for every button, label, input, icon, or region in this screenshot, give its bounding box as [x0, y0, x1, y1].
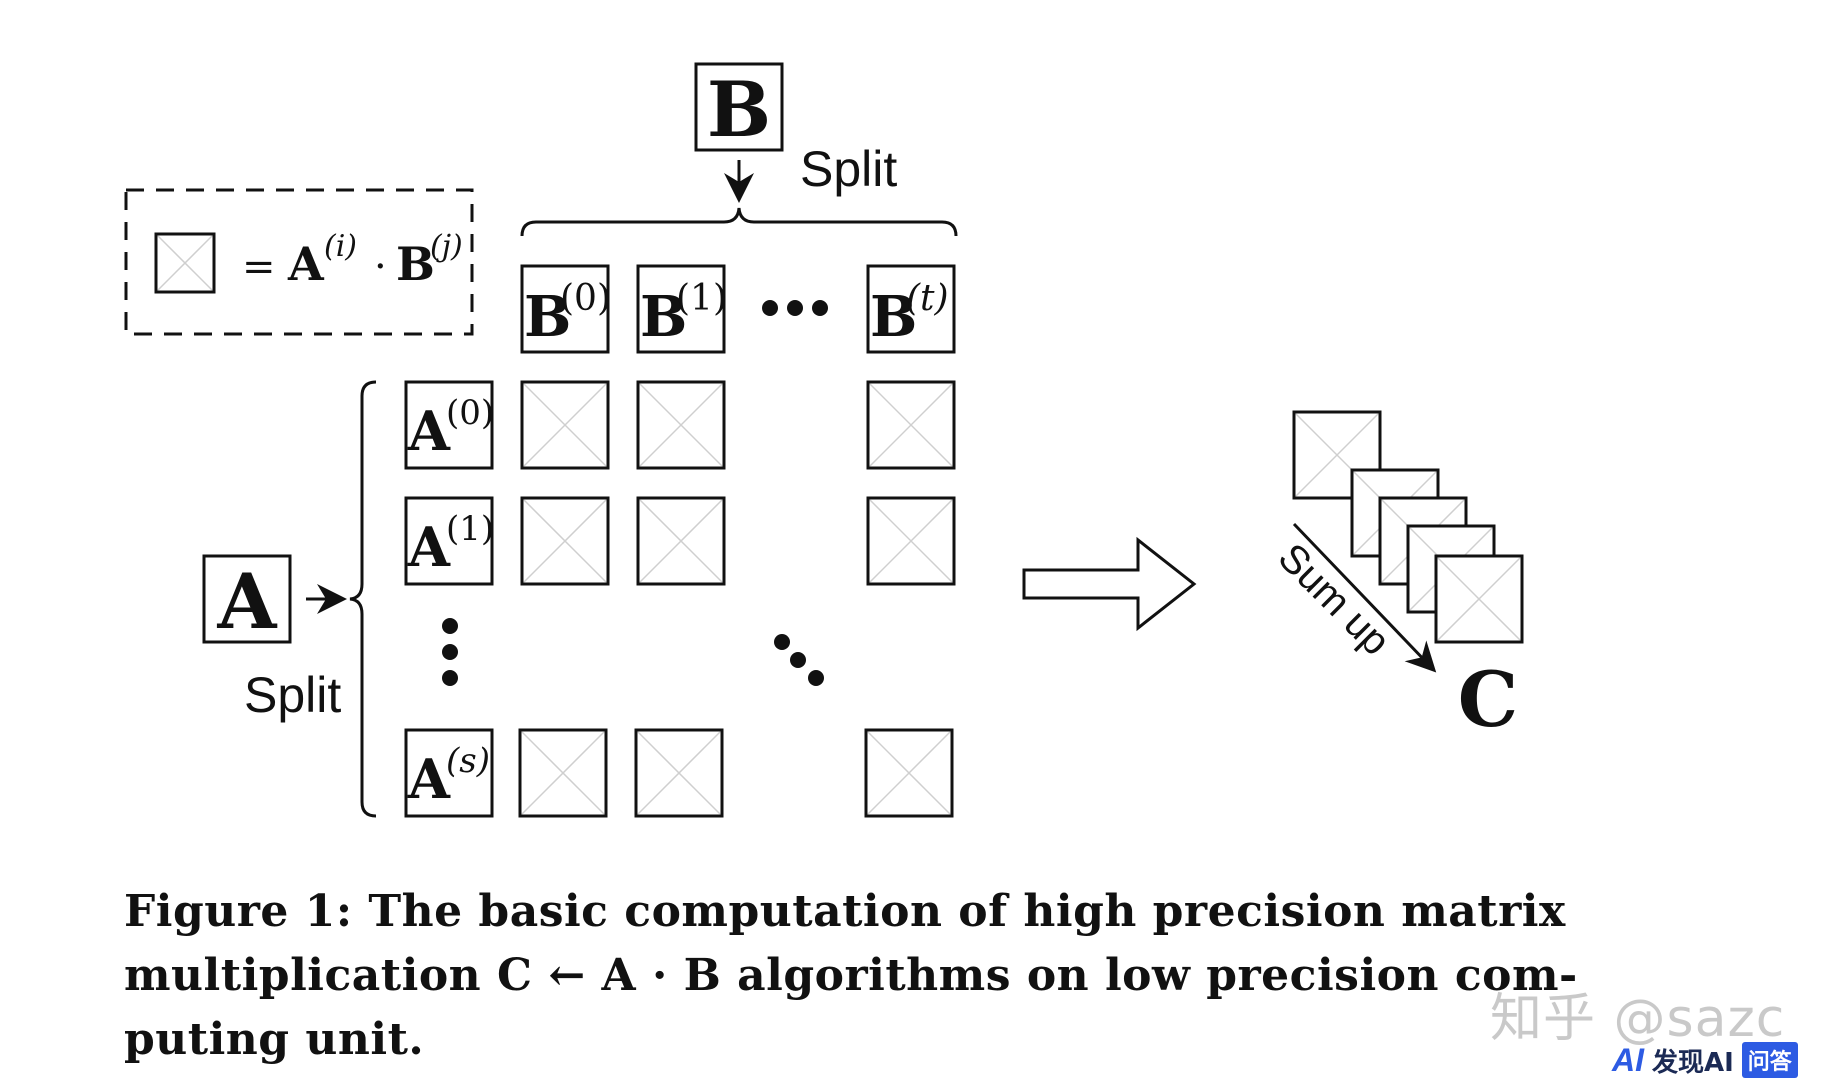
c-block-4	[1434, 554, 1524, 644]
zhihu-watermark: 知乎 @sazc	[1490, 989, 1786, 1049]
brand-mark: AI	[1612, 1041, 1644, 1078]
grid-cell-1-2	[866, 496, 956, 586]
split-label-top: Split	[800, 141, 897, 197]
brace-left	[349, 380, 377, 818]
sum-up-arrow	[1292, 522, 1437, 673]
svg-text:(1): (1)	[446, 509, 494, 549]
matrix-c-label: C	[1458, 655, 1519, 744]
brand-badge: 问答	[1741, 1042, 1798, 1078]
legend-equals: =	[242, 244, 276, 290]
grid-cell-2-0	[518, 728, 608, 818]
svg-text:(t): (t)	[906, 278, 949, 319]
b-block-1: B (1)	[636, 264, 727, 354]
result-arrow	[1022, 536, 1197, 632]
grid-cell-0-1	[636, 380, 726, 470]
svg-text:B: B	[640, 284, 687, 350]
legend-a: A	[287, 237, 325, 291]
legend-dot: ·	[374, 244, 387, 290]
matrix-a: A	[202, 554, 292, 646]
a-block-1: A (1)	[404, 496, 494, 586]
a-block-0: A (0)	[404, 380, 494, 470]
figure-caption: Figure 1: The basic computation of high …	[124, 880, 1578, 1072]
svg-text:A: A	[407, 747, 451, 811]
grid-cell-2-2	[864, 728, 954, 818]
split-label-left: Split	[244, 667, 341, 723]
svg-text:B: B	[524, 284, 571, 350]
legend-box: = A (i) · B (j)	[124, 188, 474, 336]
svg-text:B: B	[870, 284, 917, 350]
b-block-t: B (t)	[866, 264, 956, 354]
brand-name: 发现AI	[1652, 1047, 1734, 1078]
brace-top	[520, 207, 958, 237]
caption-line-1: Figure 1: The basic computation of high …	[124, 886, 1566, 937]
caption-line-3: puting unit.	[124, 1014, 425, 1065]
grid-cell-1-1	[636, 496, 726, 586]
grid-cell-1-0	[520, 496, 610, 586]
b-ellipsis	[762, 300, 828, 316]
svg-text:(s): (s)	[446, 741, 490, 781]
matrix-b: B	[694, 62, 784, 154]
grid-cell-0-0	[520, 380, 610, 470]
legend-cell	[154, 232, 216, 294]
a-ellipsis	[442, 618, 458, 686]
grid-cell-2-1	[634, 728, 724, 818]
b-block-0: B (0)	[520, 264, 611, 354]
svg-text:A: A	[407, 515, 451, 579]
c-block-stack	[1292, 410, 1524, 644]
matrix-b-label: B	[707, 65, 771, 154]
legend-b: B	[396, 237, 435, 291]
svg-text:(0): (0)	[446, 393, 494, 433]
a-block-s: A (s)	[404, 728, 494, 818]
brand-logo: AI 发现AI 问答	[1612, 1042, 1798, 1078]
caption-line-2: multiplication C ← A · B algorithms on l…	[124, 950, 1578, 1001]
legend-b-sup: (j)	[430, 229, 463, 264]
svg-text:(1): (1)	[676, 278, 727, 319]
svg-text:(0): (0)	[560, 278, 611, 319]
grid-diagonal-ellipsis	[774, 634, 824, 686]
svg-text:A: A	[407, 399, 451, 463]
c-block-0	[1292, 410, 1382, 500]
matrix-a-label: A	[217, 557, 278, 646]
legend-a-sup: (i)	[324, 229, 357, 264]
grid-cell-0-2	[866, 380, 956, 470]
product-grid	[518, 380, 956, 818]
